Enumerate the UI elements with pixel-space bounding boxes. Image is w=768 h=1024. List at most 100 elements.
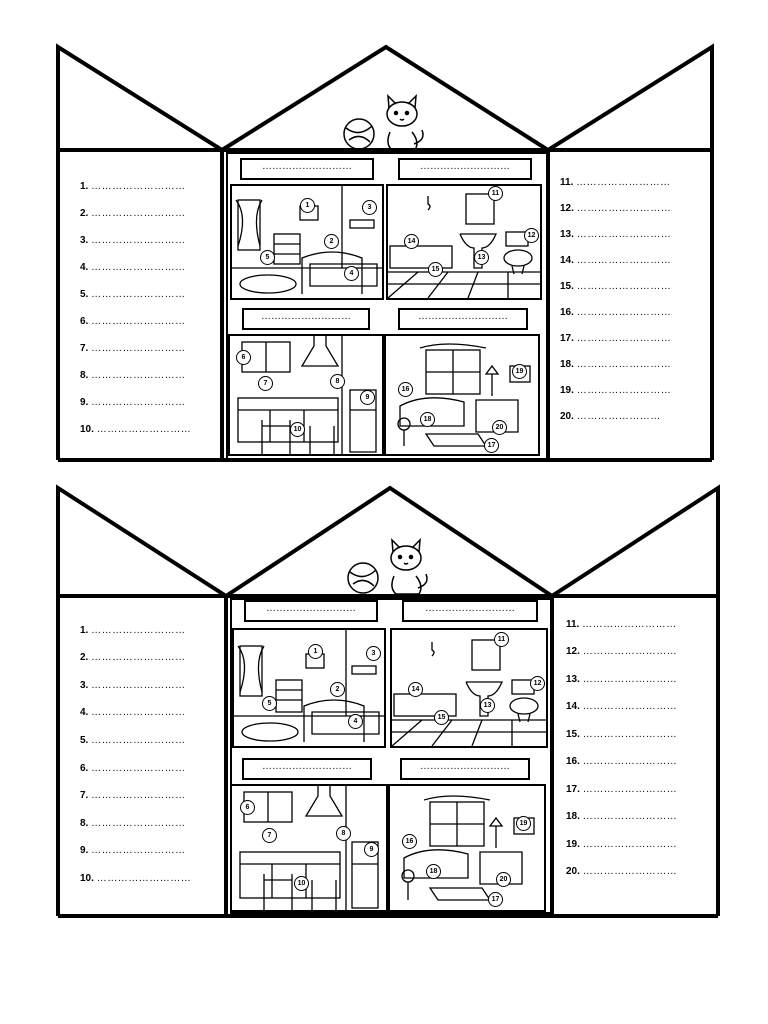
list-item[interactable]: 15. ……………………… bbox=[566, 729, 678, 740]
cat-and-ball-icon bbox=[343, 94, 424, 151]
number-tag: 10 bbox=[294, 876, 309, 891]
bedroom-drawing bbox=[232, 186, 382, 294]
cat-and-ball-icon bbox=[347, 538, 428, 595]
kitchen-picture: 6 7 8 9 10 bbox=[228, 334, 384, 456]
room-name-box-bathroom[interactable]: ……………………… bbox=[398, 158, 532, 180]
number-tag: 2 bbox=[324, 234, 339, 249]
number-tag: 2 bbox=[330, 682, 345, 697]
list-item[interactable]: 8. ……………………… bbox=[80, 818, 186, 829]
list-item[interactable]: 6. ……………………… bbox=[80, 316, 186, 327]
living-room-picture: 16 17 18 19 20 bbox=[384, 334, 540, 456]
list-item[interactable]: 1. ……………………… bbox=[80, 181, 186, 192]
number-tag: 20 bbox=[496, 872, 511, 887]
number-tag: 11 bbox=[494, 632, 509, 647]
list-item[interactable]: 10. ……………………… bbox=[80, 424, 192, 435]
bathroom-drawing bbox=[388, 193, 540, 298]
list-item[interactable]: 12. ……………………… bbox=[560, 203, 672, 214]
number-tag: 7 bbox=[258, 376, 273, 391]
list-item[interactable]: 18. ……………………… bbox=[566, 811, 678, 822]
number-tag: 16 bbox=[402, 834, 417, 849]
kitchen-drawing bbox=[237, 336, 377, 454]
number-tag: 9 bbox=[364, 842, 379, 857]
list-item[interactable]: 7. ……………………… bbox=[80, 343, 186, 354]
number-tag: 13 bbox=[474, 250, 489, 265]
list-item[interactable]: 16. ……………………… bbox=[560, 307, 672, 318]
number-tag: 3 bbox=[366, 646, 381, 661]
list-item[interactable]: 4. ……………………… bbox=[80, 262, 186, 273]
number-tag: 4 bbox=[348, 714, 363, 729]
house-worksheet-2: 1. ……………………… 2. ……………………… 3. ……………………… 4… bbox=[0, 478, 768, 928]
house-outline bbox=[56, 484, 720, 918]
list-item[interactable]: 4. ……………………… bbox=[80, 707, 186, 718]
list-item[interactable]: 18. ……………………… bbox=[560, 359, 672, 370]
list-item[interactable]: 13. ……………………… bbox=[566, 674, 678, 685]
number-tag: 14 bbox=[408, 682, 423, 697]
room-name-box-bathroom[interactable]: ……………………… bbox=[402, 600, 538, 622]
bathroom-picture: 11 12 13 14 15 bbox=[386, 184, 542, 300]
list-item[interactable]: 9. ……………………… bbox=[80, 845, 186, 856]
number-tag: 11 bbox=[488, 186, 503, 201]
list-item[interactable]: 3. ……………………… bbox=[80, 235, 186, 246]
list-item[interactable]: 11. ……………………… bbox=[560, 177, 671, 188]
number-tag: 20 bbox=[492, 420, 507, 435]
list-item[interactable]: 6. ……………………… bbox=[80, 763, 186, 774]
list-item[interactable]: 17. ……………………… bbox=[566, 784, 678, 795]
number-tag: 18 bbox=[426, 864, 441, 879]
list-item[interactable]: 12. ……………………… bbox=[566, 646, 678, 657]
number-tag: 1 bbox=[300, 198, 315, 213]
list-item[interactable]: 11. ……………………… bbox=[566, 619, 677, 630]
list-item[interactable]: 2. ……………………… bbox=[80, 208, 186, 219]
list-item[interactable]: 19. ……………………… bbox=[560, 385, 672, 396]
room-name-box-bedroom[interactable]: ……………………… bbox=[244, 600, 378, 622]
number-tag: 1 bbox=[308, 644, 323, 659]
list-item[interactable]: 1. ……………………… bbox=[80, 625, 186, 636]
number-tag: 6 bbox=[236, 350, 251, 365]
number-tag: 5 bbox=[262, 696, 277, 711]
list-item[interactable]: 16. ……………………… bbox=[566, 756, 678, 767]
list-item[interactable]: 2. ……………………… bbox=[80, 652, 186, 663]
number-tag: 12 bbox=[530, 676, 545, 691]
room-name-box-kitchen[interactable]: ……………………… bbox=[242, 308, 370, 330]
number-tag: 6 bbox=[240, 800, 255, 815]
bedroom-picture: 1 2 3 4 5 bbox=[232, 628, 386, 748]
number-tag: 18 bbox=[420, 412, 435, 427]
list-item[interactable]: 20. …………………… bbox=[560, 411, 661, 422]
living-room-drawing bbox=[397, 343, 531, 447]
list-item[interactable]: 14. ……………………… bbox=[560, 255, 672, 266]
list-item[interactable]: 3. ……………………… bbox=[80, 680, 186, 691]
number-tag: 8 bbox=[336, 826, 351, 841]
list-item[interactable]: 17. ……………………… bbox=[560, 333, 672, 344]
bathroom-drawing bbox=[392, 639, 546, 746]
list-item[interactable]: 8. ……………………… bbox=[80, 370, 186, 381]
number-tag: 12 bbox=[524, 228, 539, 243]
number-tag: 5 bbox=[260, 250, 275, 265]
number-tag: 13 bbox=[480, 698, 495, 713]
list-item[interactable]: 9. ……………………… bbox=[80, 397, 186, 408]
list-item[interactable]: 10. ……………………… bbox=[80, 873, 192, 884]
number-tag: 14 bbox=[404, 234, 419, 249]
number-tag: 19 bbox=[512, 364, 527, 379]
house-worksheet-1: 1. ……………………… 2. ……………………… 3. ……………………… 4… bbox=[0, 0, 768, 470]
number-tag: 17 bbox=[484, 438, 499, 453]
list-item[interactable]: 5. ……………………… bbox=[80, 289, 186, 300]
room-name-box-kitchen[interactable]: ……………………… bbox=[242, 758, 372, 780]
bathroom-picture: 11 12 13 14 15 bbox=[390, 628, 548, 748]
list-item[interactable]: 20. ……………………… bbox=[566, 866, 678, 877]
list-item[interactable]: 14. ……………………… bbox=[566, 701, 678, 712]
list-item[interactable]: 5. ……………………… bbox=[80, 735, 186, 746]
room-name-box-bedroom[interactable]: ……………………… bbox=[240, 158, 374, 180]
room-name-box-living-room[interactable]: ……………………… bbox=[400, 758, 530, 780]
number-tag: 15 bbox=[434, 710, 449, 725]
list-item[interactable]: 13. ……………………… bbox=[560, 229, 672, 240]
room-name-box-living-room[interactable]: ……………………… bbox=[398, 308, 528, 330]
list-item[interactable]: 19. ……………………… bbox=[566, 839, 678, 850]
kitchen-picture: 6 7 8 9 10 bbox=[230, 784, 388, 912]
number-tag: 4 bbox=[344, 266, 359, 281]
house-outline bbox=[56, 43, 714, 462]
number-tag: 19 bbox=[516, 816, 531, 831]
rooms-panel bbox=[230, 598, 552, 914]
list-item[interactable]: 7. ……………………… bbox=[80, 790, 186, 801]
number-tag: 17 bbox=[488, 892, 503, 907]
list-item[interactable]: 15. ……………………… bbox=[560, 281, 672, 292]
number-tag: 10 bbox=[290, 422, 305, 437]
